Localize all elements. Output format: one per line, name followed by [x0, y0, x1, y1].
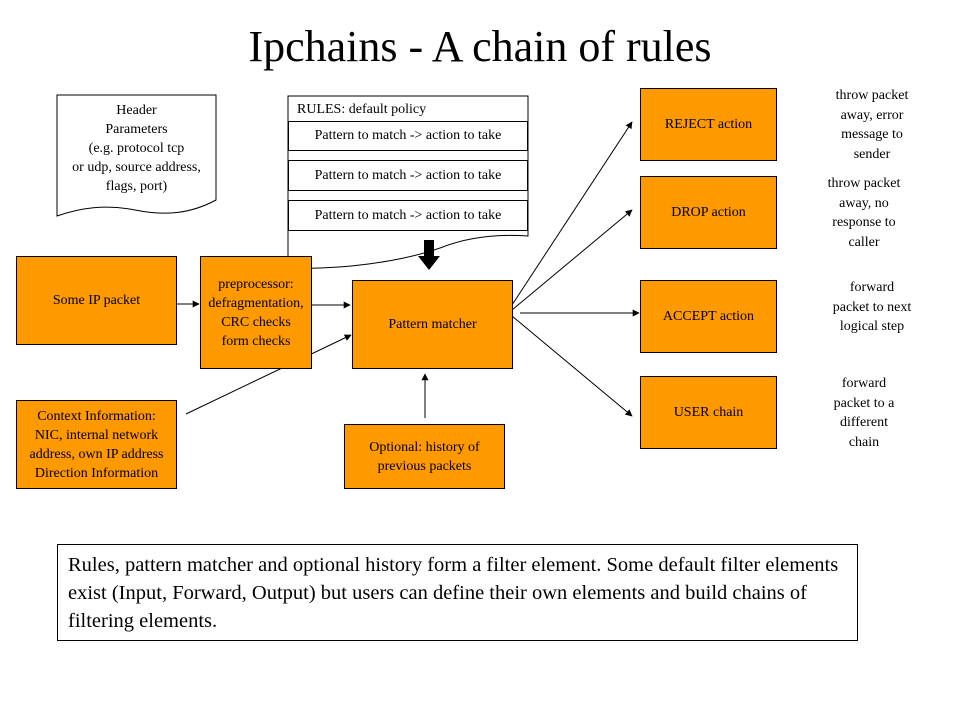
- user-description: forward packet to a different chain: [833, 376, 895, 450]
- rules-heading: RULES: default policy: [297, 102, 427, 117]
- arrow-matcher-to-user: [511, 315, 633, 417]
- rule-row-2: Pattern to match -> action to take: [288, 160, 528, 191]
- slide-title: Ipchains - A chain of rules: [248, 22, 712, 71]
- drop-action-box: DROP action: [640, 176, 777, 249]
- accept-description: forward packet to next logical step: [832, 280, 912, 334]
- ip-packet-box: Some IP packet: [16, 256, 177, 345]
- rule-row-1: Pattern to match -> action to take: [288, 121, 528, 151]
- drop-description: throw packet away, no response to caller: [827, 176, 901, 250]
- reject-description: throw packet away, error message to send…: [835, 88, 909, 162]
- arrow-context-to-matcher: [185, 334, 352, 415]
- accept-action-box: ACCEPT action: [640, 280, 777, 353]
- summary-text-box: Rules, pattern matcher and optional hist…: [57, 544, 858, 641]
- context-information-box: Context Information: NIC, internal netwo…: [16, 400, 177, 489]
- header-document-shape: [56, 94, 217, 217]
- header-parameters-note: Header Parameters (e.g. protocol tcp or …: [72, 103, 201, 194]
- preprocessor-box: preprocessor: defragmentation, CRC check…: [200, 256, 312, 369]
- rule-row-3: Pattern to match -> action to take: [288, 200, 528, 231]
- arrow-rules-to-matcher: [418, 240, 440, 270]
- arrow-matcher-to-reject: [511, 121, 633, 306]
- user-chain-box: USER chain: [640, 376, 777, 449]
- reject-action-box: REJECT action: [640, 88, 777, 161]
- history-box: Optional: history of previous packets: [344, 424, 505, 489]
- pattern-matcher-box: Pattern matcher: [352, 280, 513, 369]
- arrow-matcher-to-drop: [511, 209, 633, 311]
